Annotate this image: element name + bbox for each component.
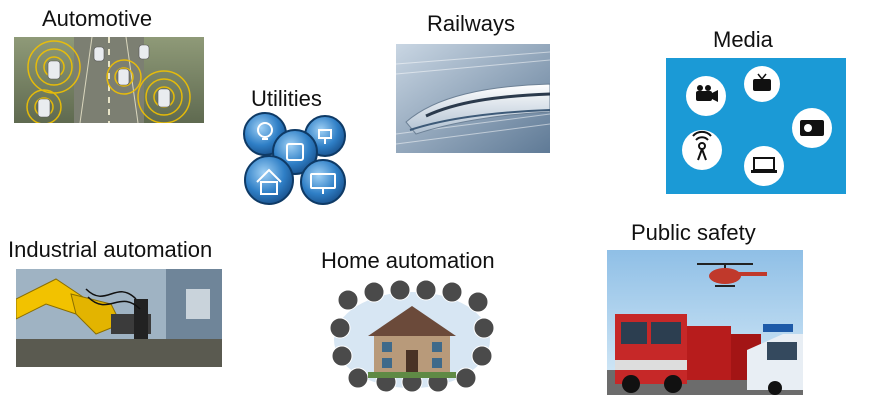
utility-services-cluster-icon [243, 112, 346, 205]
fire-truck-helicopter-icon [607, 250, 803, 395]
public-safety-image [607, 250, 803, 395]
media-label: Media [713, 27, 773, 52]
railways-image [396, 44, 550, 153]
railways-label: Railways [427, 11, 516, 36]
high-speed-train-icon [396, 44, 550, 153]
industrial-automation-label: Industrial automation [8, 237, 213, 262]
connected-cars-road-icon [14, 37, 204, 123]
home-automation-label: Home automation [321, 248, 495, 273]
utilities-label: Utilities [251, 86, 322, 111]
media-devices-cluster-icon [666, 58, 846, 194]
public-safety-label: Public safety [631, 220, 756, 245]
automotive-image [14, 37, 204, 123]
home-automation-image [328, 280, 496, 392]
automotive-label: Automotive [42, 6, 153, 31]
media-image [666, 58, 846, 194]
smart-home-icon [328, 280, 496, 392]
industrial-automation-image [16, 269, 222, 367]
robot-arm-icon [16, 269, 222, 367]
utilities-image [239, 112, 351, 208]
